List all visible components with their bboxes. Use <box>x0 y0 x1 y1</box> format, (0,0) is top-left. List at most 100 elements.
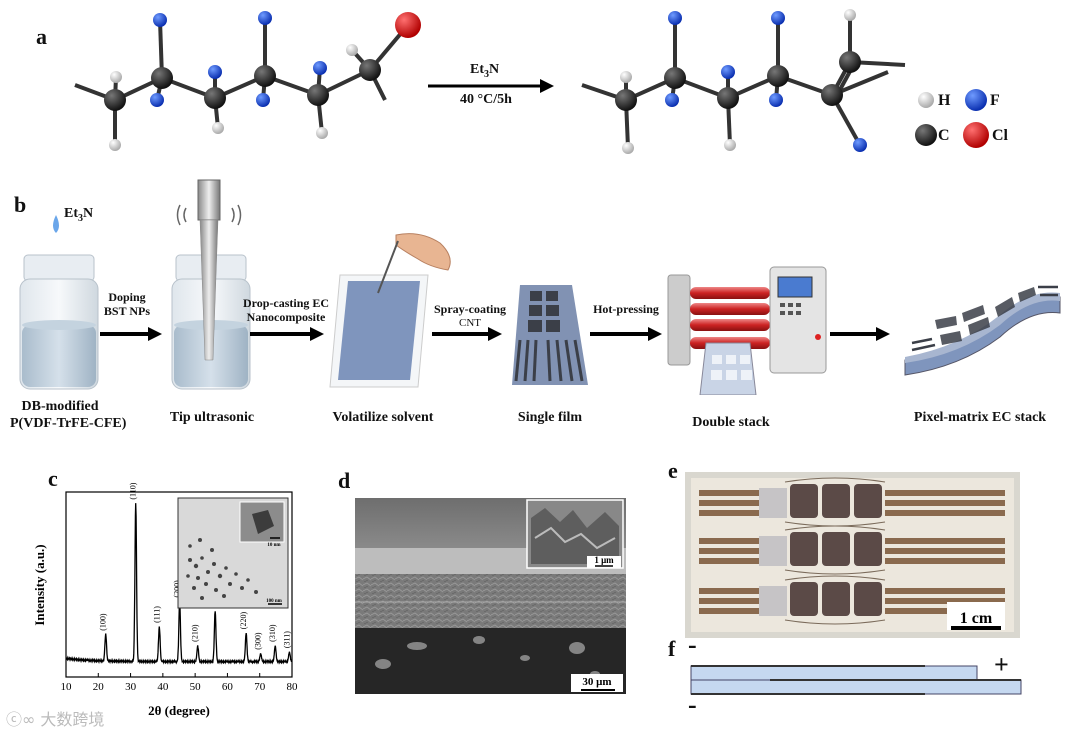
minus-bottom: - <box>688 690 697 719</box>
peak-label: (300) <box>254 632 263 650</box>
peak-label: (200) <box>173 580 182 598</box>
et3n-label: Et3N <box>64 206 94 224</box>
x-tick-label: 70 <box>254 681 266 693</box>
legend-f-atom <box>965 89 987 111</box>
tem-outer-scale-label: 100 nm <box>266 599 283 604</box>
legend-c-atom <box>915 124 937 146</box>
panel-e-label: e <box>668 458 678 483</box>
pixel-electrode <box>790 532 818 566</box>
peak-label: (220) <box>239 612 248 630</box>
trace-line <box>784 525 886 531</box>
arrow4-text: Hot-pressing <box>593 302 659 316</box>
photo-scale-label: 1 cm <box>960 610 993 627</box>
pixel-electrode <box>822 582 850 616</box>
transparent-region <box>759 488 787 518</box>
minus-top: - <box>688 630 697 659</box>
electrode-lead-left <box>699 510 759 516</box>
step4-caption: Single film <box>517 410 583 425</box>
single-film <box>512 285 588 385</box>
x-tick-label: 30 <box>125 681 137 693</box>
pixel-electrode <box>822 484 850 518</box>
panel-b-label: b <box>14 192 27 217</box>
legend-h-label: H <box>938 92 951 109</box>
jar-2 <box>171 179 251 390</box>
molecule-diagram <box>74 9 989 154</box>
panel-d-label: d <box>338 468 351 493</box>
electrode-lead-right <box>885 548 1005 554</box>
x-tick-label: 40 <box>157 681 169 693</box>
legend-h-atom <box>918 92 934 108</box>
step3-caption: Volatilize solvent <box>332 410 434 425</box>
xrd-pattern-line <box>65 503 293 665</box>
sem-inset-scale-label: 1 μm <box>594 555 614 565</box>
watermark: ⓒ∞ 大数跨境 <box>6 710 105 729</box>
trace-line <box>784 619 886 625</box>
droplet-icon <box>53 215 59 233</box>
fabrication-schematic <box>19 179 1061 395</box>
electrode-lead-right <box>885 510 1005 516</box>
transparent-region <box>759 536 787 566</box>
electrode-lead-left <box>699 558 759 564</box>
panel-c-label: c <box>48 466 58 491</box>
pixel-electrode <box>790 484 818 518</box>
electrode-lead-right <box>885 608 1005 614</box>
pixel-electrode <box>854 532 882 566</box>
electrode-lead-right <box>885 490 1005 496</box>
legend-f-label: F <box>990 92 1000 109</box>
step5-caption: Double stack <box>692 415 770 430</box>
left-molecule-atoms <box>104 11 421 151</box>
electrode-lead-right <box>885 598 1005 604</box>
panel-f-label: f <box>668 636 676 661</box>
xrd-xlabel: 2θ (degree) <box>148 703 210 718</box>
peak-label: (111) <box>152 606 161 623</box>
plot-frame <box>65 491 293 678</box>
electrode-lead-right <box>885 588 1005 594</box>
panel-a-label: a <box>36 24 47 49</box>
transparent-region <box>759 586 787 616</box>
watermark-icon: ⓒ∞ <box>6 710 41 729</box>
electrode-lead-right <box>885 538 1005 544</box>
legend-c-label: C <box>938 127 950 144</box>
electrode-lead-left <box>699 598 759 604</box>
pixel-electrode <box>854 484 882 518</box>
peak-label: (310) <box>268 624 277 642</box>
electrode-lead-left <box>699 588 759 594</box>
hot-press-machine <box>667 266 827 395</box>
right-molecule-atoms <box>615 9 867 154</box>
pixel-electrode <box>822 532 850 566</box>
reaction-reagent: Et3N <box>470 62 500 80</box>
electrode-lead-right <box>885 500 1005 506</box>
peak-label: (311) <box>282 631 291 648</box>
tem-inset <box>177 497 289 609</box>
step6-caption: Pixel-matrix EC stack <box>913 410 1047 425</box>
x-tick-label: 60 <box>222 681 234 693</box>
electrode-lead-left <box>699 538 759 544</box>
device-photo: 1 cm <box>685 472 1020 638</box>
x-tick-label: 50 <box>190 681 202 693</box>
trace-line <box>784 575 886 581</box>
electrode-lead-left <box>699 490 759 496</box>
sem-image: 1 μm 30 μm <box>355 498 626 694</box>
peak-label: (110) <box>129 482 138 499</box>
electrode-lead-left <box>699 548 759 554</box>
glass-plate <box>329 233 451 388</box>
x-tick-label: 20 <box>93 681 105 693</box>
tem-inner-scale-label: 10 nm <box>267 543 281 548</box>
trace-line <box>784 569 886 575</box>
reaction-condition: 40 °C/5h <box>460 92 512 107</box>
peak-label: (100) <box>99 613 108 631</box>
jar-1 <box>19 254 99 390</box>
step2-caption: Tip ultrasonic <box>169 410 255 425</box>
left-molecule-bonds <box>74 18 410 145</box>
plus-sign: + <box>994 650 1009 679</box>
stack-cross-section <box>690 665 1022 695</box>
electrode-lead-left <box>699 500 759 506</box>
pixel-electrode <box>790 582 818 616</box>
legend-cl-label: Cl <box>992 127 1008 144</box>
right-molecule-bonds <box>581 15 906 149</box>
sem-scale-label: 30 μm <box>582 676 611 688</box>
pixel-electrode <box>854 582 882 616</box>
